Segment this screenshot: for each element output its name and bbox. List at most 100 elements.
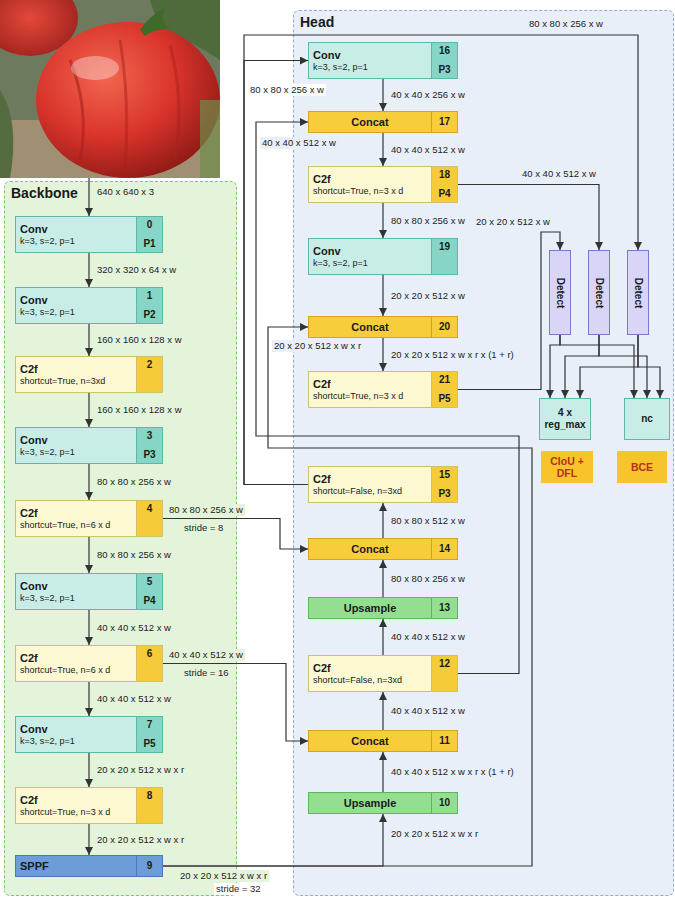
tensor-shape: 20 x 20 x 512 x w x r	[178, 870, 269, 882]
pyramid-level: P4	[438, 188, 450, 200]
c2f-block: C2fshortcut=True, n=3 x d 18P4	[308, 166, 458, 203]
pyramid-level: P5	[143, 738, 155, 750]
c2f-block: C2fshortcut=False, n=3xd 12	[308, 655, 458, 692]
layer-index-cell: 15P3	[431, 467, 457, 502]
block-params: k=3, s=2, p=1	[313, 258, 368, 269]
layer-index: 4	[147, 503, 153, 515]
pyramid-level: P1	[143, 238, 155, 250]
block-body: Concat	[309, 112, 431, 132]
tensor-shape: 80 x 80 x 256 x w	[248, 84, 326, 96]
block-body: C2fshortcut=True, n=3 x d	[309, 167, 431, 202]
pyramid-level: P3	[438, 488, 450, 500]
connector	[382, 133, 383, 166]
connector	[88, 537, 89, 573]
layer-index: 12	[439, 658, 450, 670]
block-body: Upsample	[309, 793, 431, 813]
layer-index-cell: 1P2	[136, 288, 162, 323]
connector	[382, 752, 383, 792]
sppf-block: SPPF 9	[15, 855, 163, 877]
block-title: Conv	[20, 294, 48, 307]
connector	[382, 275, 383, 316]
loss-label: CIoU + DFL	[546, 455, 588, 479]
conv-block: Convk=3, s=2, p=1 7P5	[15, 716, 163, 753]
panel-heading: Head	[300, 14, 667, 31]
concat-block: Concat20	[308, 316, 458, 338]
layer-index: 20	[439, 321, 450, 333]
stride-note: stride = 32	[214, 883, 263, 895]
layer-index: 7	[147, 719, 153, 731]
block-title: C2f	[20, 363, 38, 376]
block-params: shortcut=True, n=6 x d	[20, 665, 110, 676]
block-body: C2fshortcut=False, n=3xd	[309, 467, 431, 502]
tensor-shape: 20 x 20 x 512 x w	[474, 216, 552, 228]
layer-index-cell: 4	[136, 501, 162, 536]
tensor-shape: 160 x 160 x 128 x w	[95, 404, 184, 416]
layer-index: 16	[439, 45, 450, 57]
connector	[382, 338, 383, 371]
connector	[382, 203, 383, 238]
block-body: nc	[625, 399, 669, 439]
block-params: shortcut=False, n=3xd	[313, 486, 402, 497]
conv-block: Convk=3, s=2, p=1 1P2	[15, 287, 163, 324]
tensor-shape: 80 x 80 x 512 x w	[389, 515, 467, 527]
head-panel: HeadConvk=3, s=2, p=116P3Concat17C2fshor…	[293, 10, 674, 896]
block-body: C2fshortcut=False, n=3xd	[309, 656, 431, 691]
block-body: 4 x reg_max	[540, 399, 590, 439]
tensor-shape: 40 x 40 x 512 x w	[389, 705, 467, 717]
block-title: C2f	[20, 652, 38, 665]
block-title: Conv	[20, 580, 48, 593]
output-box: 4 x reg_max	[539, 398, 591, 440]
block-body: SPPF	[16, 856, 136, 876]
layer-index: 15	[439, 469, 450, 481]
block-title: Conv	[20, 434, 48, 447]
connector	[88, 824, 89, 855]
tensor-shape: 20 x 20 x 512 x w x r x (1 + r)	[389, 349, 516, 361]
block-body: Convk=3, s=2, p=1	[16, 717, 136, 752]
block-params: k=3, s=2, p=1	[20, 307, 75, 318]
block-title: C2f	[313, 378, 331, 391]
connector	[382, 560, 383, 597]
tensor-shape: 40 x 40 x 512 x w	[260, 137, 338, 149]
c2f-block: C2fshortcut=True, n=6 x d6	[15, 645, 163, 682]
block-body: Convk=3, s=2, p=1	[309, 239, 431, 274]
layer-index-cell: 20	[431, 317, 457, 337]
block-title: Upsample	[344, 797, 397, 810]
block-body: Upsample	[309, 598, 431, 618]
tensor-shape: 20 x 20 x 512 x w x r	[95, 764, 186, 776]
concat-block: Concat 17	[308, 111, 458, 133]
block-title: C2f	[313, 473, 331, 486]
block-body: C2fshortcut=True, n=6 x d	[16, 646, 136, 681]
layer-index: 0	[147, 219, 153, 231]
detect-label: Detect	[632, 277, 644, 308]
tensor-shape: 80 x 80 x 256 x w	[527, 18, 605, 30]
block-title: Conv	[20, 223, 48, 236]
tensor-shape: 40 x 40 x 256 x w	[389, 89, 467, 101]
connector	[88, 753, 89, 787]
input-arrow	[88, 178, 89, 216]
block-body: Detect	[550, 251, 570, 334]
tensor-shape: 40 x 40 x 512 x w	[95, 622, 173, 634]
block-params: shortcut=True, n=6 x d	[20, 520, 110, 531]
connector	[88, 682, 89, 716]
c2f-block: C2fshortcut=True, n=3 x d21P5	[308, 371, 458, 408]
upsample-block: Upsample 10	[308, 792, 458, 814]
stride-note: stride = 8	[182, 522, 225, 534]
connector	[88, 253, 89, 287]
block-title: C2f	[20, 794, 38, 807]
layer-index-cell: 19	[431, 239, 457, 274]
tensor-shape: 80 x 80 x 256 x w	[389, 573, 467, 585]
detect-block: Detect	[588, 250, 610, 335]
block-params: k=3, s=2, p=1	[20, 236, 75, 247]
block-params: k=3, s=2, p=1	[20, 736, 75, 747]
layer-index-cell: 10	[431, 793, 457, 813]
c2f-block: C2fshortcut=True, n=3xd2	[15, 356, 163, 393]
layer-index-cell: 9	[136, 856, 162, 876]
connector	[382, 692, 383, 730]
block-title: Concat	[351, 735, 388, 748]
tensor-shape: 40 x 40 x 512 x w x r x (1 + r)	[389, 766, 516, 778]
pyramid-level: P3	[438, 64, 450, 76]
layer-index: 9	[147, 860, 153, 872]
layer-index: 18	[439, 169, 450, 181]
tensor-shape: 40 x 40 x 512 x w	[389, 144, 467, 156]
layer-index: 17	[439, 116, 450, 128]
